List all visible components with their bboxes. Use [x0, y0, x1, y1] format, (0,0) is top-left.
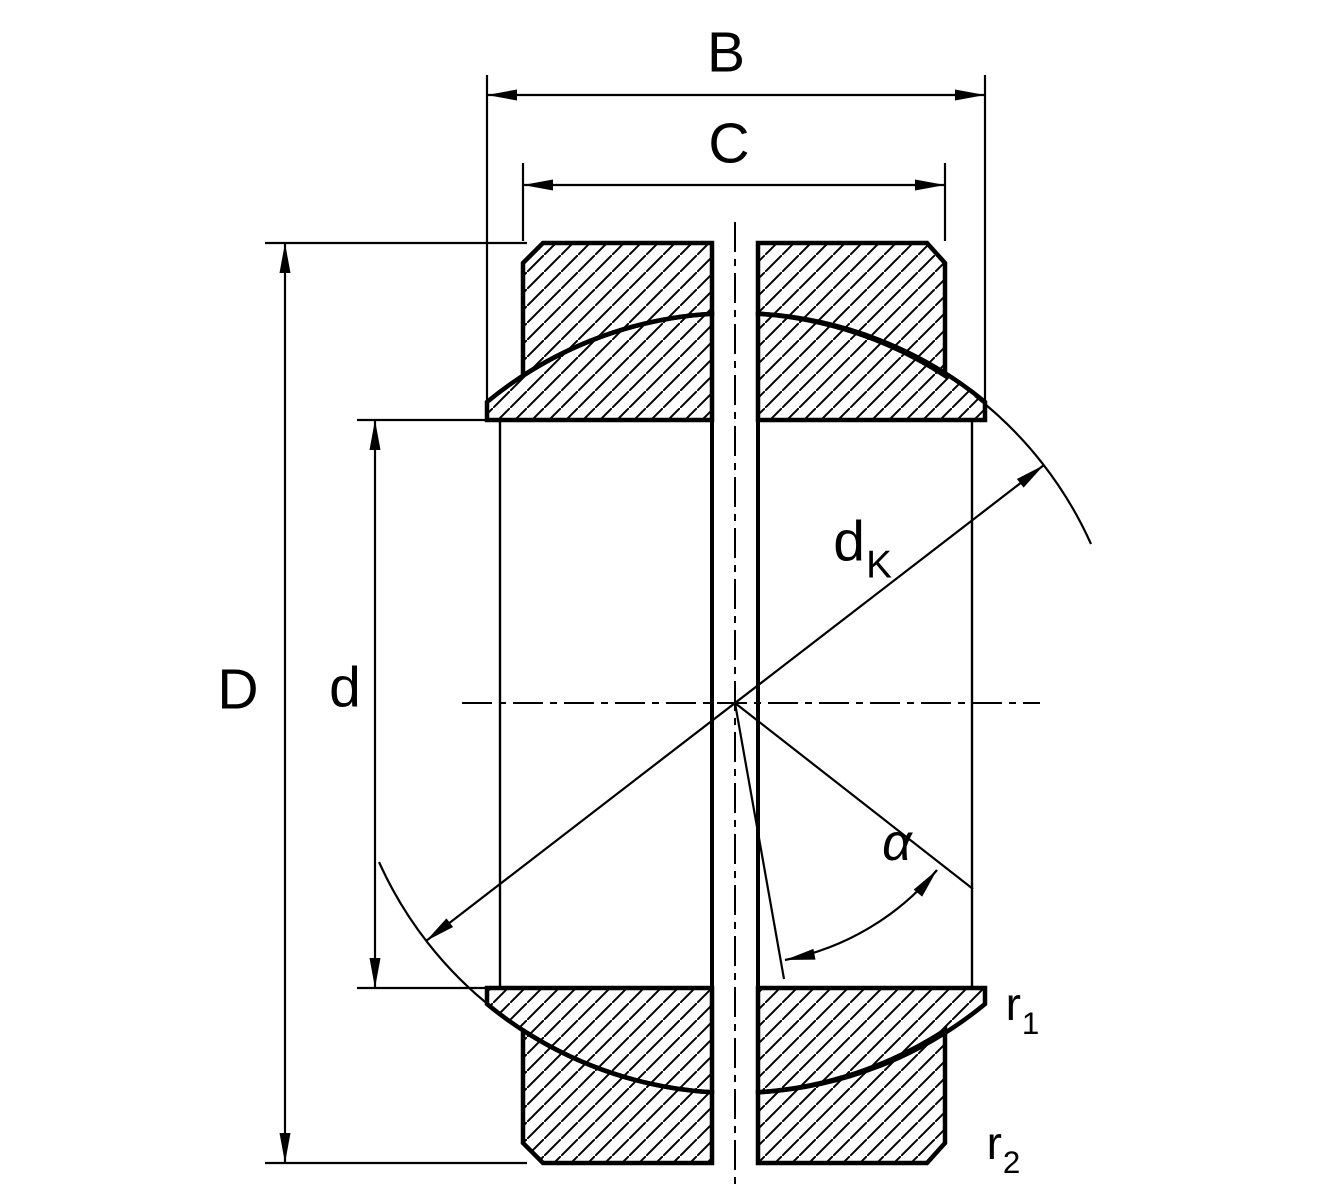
arrow-dk-lower — [426, 918, 454, 941]
dim-label-dk-base: d — [833, 509, 865, 574]
dimension-c — [521, 163, 947, 241]
lubrication-channel — [710, 420, 760, 988]
dim-label-dk-sub: K — [866, 543, 892, 587]
outer-ring-bottom-left-section — [520, 1026, 715, 1166]
dim-label-r2-sub: 2 — [1002, 1144, 1021, 1180]
dim-label-alpha: α — [882, 817, 912, 869]
alpha-leg-steep — [733, 702, 786, 980]
arrow-b-left — [487, 89, 517, 101]
arrow-alpha-end — [913, 870, 937, 897]
arrow-d-bore-top — [369, 420, 381, 450]
dim-label-r1-base: r — [1005, 978, 1021, 1030]
bore-edges — [498, 421, 974, 987]
angle-alpha — [733, 702, 974, 980]
dimension-d-outer — [265, 241, 527, 1165]
sphere-arc-upper-right — [974, 395, 1093, 545]
sphere-arc-lower-left — [377, 861, 496, 1011]
arrow-alpha-start — [785, 948, 816, 960]
dim-label-r1-sub: 1 — [1021, 1005, 1040, 1041]
dim-label-dk: dK — [833, 513, 892, 584]
arrow-c-right — [915, 179, 945, 191]
arrow-c-left — [523, 179, 553, 191]
arrow-dk-upper — [1016, 465, 1044, 488]
dim-label-d-outer: D — [217, 661, 258, 719]
dim-label-d-bore: d — [329, 659, 361, 717]
dim-label-b-text: B — [706, 20, 746, 85]
outer-ring-bottom-right-section — [755, 1026, 948, 1166]
dim-label-r1: r1 — [1005, 978, 1040, 1039]
arrow-d-outer-bottom — [279, 1133, 291, 1163]
dim-label-r2-base: r — [986, 1117, 1002, 1169]
alpha-leg-shallow — [734, 702, 974, 890]
hatched-ring-sections — [484, 240, 988, 1166]
dim-label-c: C — [708, 115, 749, 173]
dimension-arrowheads — [279, 89, 1044, 1163]
dim-label-r2: r2 — [986, 1117, 1021, 1178]
inner-ring-top-left-section — [484, 311, 715, 423]
sphere-reference-arcs — [377, 395, 1093, 1011]
dim-label-d-outer-text: D — [217, 657, 259, 722]
alpha-dimension-arc — [784, 869, 938, 962]
inner-ring-top-right-section — [755, 311, 988, 423]
arrow-d-outer-top — [279, 243, 291, 273]
dim-label-c-text: C — [708, 111, 750, 176]
dim-label-alpha-text: α — [882, 814, 912, 872]
dim-label-d-bore-text: d — [329, 655, 361, 720]
dimension-d-bore — [357, 418, 489, 990]
dim-label-b: B — [707, 24, 745, 82]
dimension-b — [485, 75, 987, 400]
arrow-d-bore-bottom — [369, 958, 381, 988]
arrow-b-right — [955, 89, 985, 101]
